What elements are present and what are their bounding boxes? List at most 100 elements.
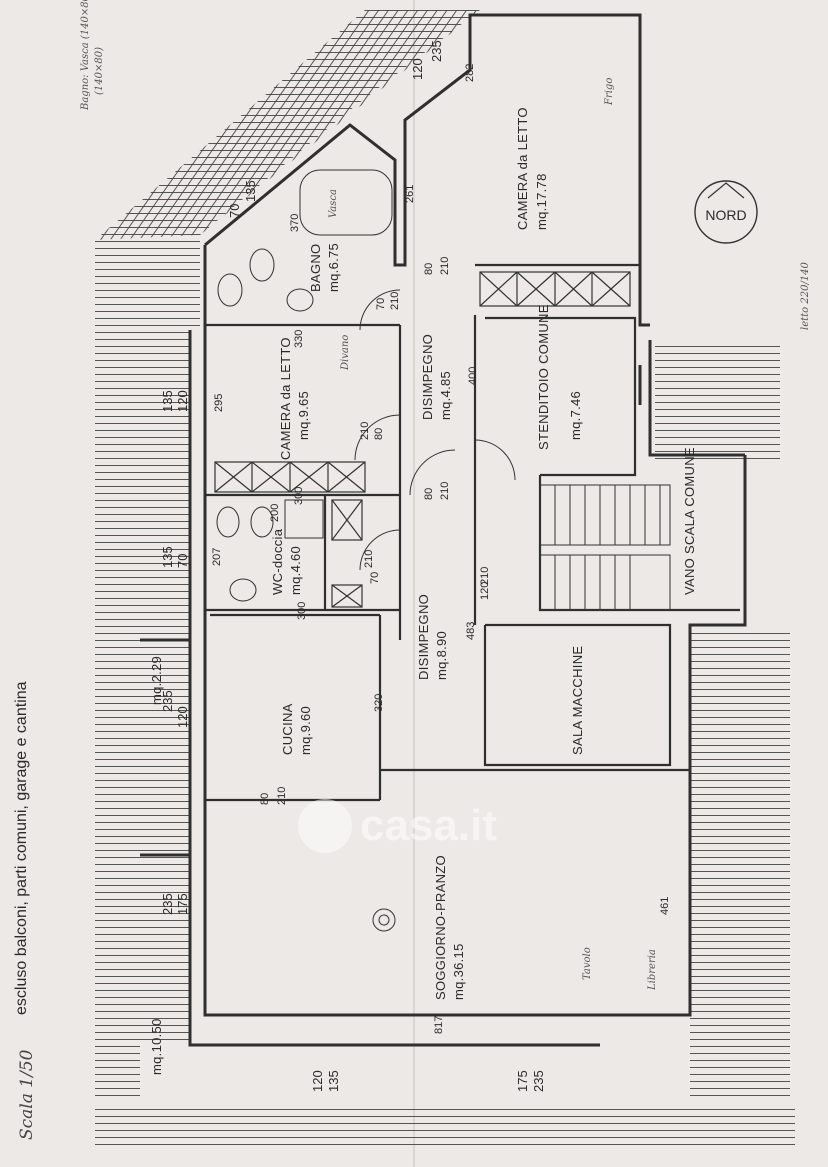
dim-label: 200 (269, 504, 281, 522)
dim-label: 400 (467, 367, 479, 385)
room-name-wc: WC-doccia (270, 528, 285, 595)
room-name-bagno: BAGNO (308, 244, 323, 292)
room-name-disimpegno-2: DISIMPEGNO (416, 594, 431, 680)
room-name-disimpegno-1: DISIMPEGNO (420, 334, 435, 420)
handwritten-note: letto 220/140 (800, 261, 811, 330)
balcony-area-1: mq.2.29 (149, 656, 164, 705)
dim-label: 70 (175, 554, 190, 568)
hatched-areas (95, 10, 795, 1150)
east-upper-hatch (655, 340, 780, 460)
room-area-camera-piccola: mq.9.65 (296, 391, 311, 440)
handwritten-note: Vasca (328, 189, 339, 218)
north-arrow-icon (707, 182, 745, 199)
handwritten-note: Divano (340, 335, 351, 371)
window-marks (203, 365, 642, 1047)
dim-label: 135 (326, 1070, 341, 1092)
room-name-stenditoio: STENDITOIO COMUNE (536, 304, 551, 450)
toilet (217, 273, 243, 307)
dim-label: 210 (276, 787, 288, 805)
shower-tray (284, 499, 324, 539)
dim-label: 175 (515, 1070, 530, 1092)
dim-label: 120 (175, 706, 190, 728)
dim-label: 817 (433, 1016, 445, 1034)
dim-label: 80 (373, 428, 385, 440)
handwritten-note: (140×80) (94, 47, 105, 95)
dimension-labels: 120 235 282 261 135 70 370 80 210 70 210… (160, 40, 671, 1092)
room-area-disimpegno-1: mq.4.85 (438, 371, 453, 420)
room-area-disimpegno-2: mq.8.90 (434, 631, 449, 680)
room-labels: CAMERA da LETTO mq.17.78 BAGNO mq.6.75 C… (149, 107, 697, 1075)
room-name-sala-macchine: SALA MACCHINE (570, 646, 585, 755)
room-name-soggiorno: SOGGIORNO-PRANZO (433, 855, 448, 1000)
chandelier-symbol (372, 908, 396, 932)
dim-label: 70 (227, 204, 242, 218)
dim-label: 70 (375, 298, 387, 310)
dim-label: 120 (479, 582, 491, 600)
dim-label: 235 (429, 40, 444, 62)
dim-label: 135 (160, 390, 175, 412)
north-circle (694, 180, 758, 244)
north-compass: NORD (694, 180, 758, 244)
room-name-camera-piccola: CAMERA da LETTO (278, 337, 293, 460)
dim-label: 295 (213, 394, 225, 412)
room-name-vano-scala: VANO SCALA COMUNE (682, 447, 697, 595)
dim-label: 80 (259, 793, 271, 805)
room-name-cucina: CUCINA (280, 703, 295, 755)
dim-label: 210 (479, 567, 491, 585)
header-note: escluso balconi, parti comuni, garage e … (13, 681, 30, 1015)
wardrobes (214, 271, 631, 608)
dim-label: 70 (369, 572, 381, 584)
dim-label: 320 (373, 694, 385, 712)
room-area-soggiorno: mq.36.15 (451, 943, 466, 1000)
outer-walls (140, 13, 747, 1047)
dim-label: 235 (531, 1070, 546, 1092)
bathtub (299, 169, 393, 236)
handwritten-notes: Bagno: Vasca (140×80) (140×80) letto 220… (80, 0, 811, 991)
wc-washbasin (229, 578, 257, 602)
watermark-logo-icon (298, 799, 352, 853)
room-area-wc: mq.4.60 (288, 546, 303, 595)
room-name-camera-grande: CAMERA da LETTO (515, 107, 530, 230)
chandelier-inner (378, 914, 390, 926)
door-swings (354, 289, 516, 571)
room-area-cucina: mq.9.60 (298, 706, 313, 755)
dim-label: 282 (464, 64, 476, 82)
hatch-gap (600, 1050, 690, 1105)
dim-label: 235 (160, 893, 175, 915)
dim-label: 210 (363, 550, 375, 568)
terrace-north-hatch (95, 10, 480, 240)
dim-label: 370 (289, 214, 301, 232)
dim-label: 210 (359, 422, 371, 440)
bidet (249, 248, 275, 282)
room-area-stenditoio: mq.7.46 (568, 391, 583, 440)
dim-label: 120 (410, 58, 425, 80)
dim-label: 207 (211, 548, 223, 566)
dim-label: 80 (423, 488, 435, 500)
room-area-camera-grande: mq.17.78 (534, 173, 549, 230)
dim-label: 330 (293, 330, 305, 348)
dim-label: 135 (243, 180, 258, 202)
east-hatch (690, 630, 790, 1100)
dim-label: 300 (296, 602, 308, 620)
dim-label: 235 (160, 690, 175, 712)
dim-label: 120 (175, 390, 190, 412)
handwritten-note: Libreria (647, 949, 658, 991)
dim-label: 210 (439, 482, 451, 500)
washbasin (286, 288, 314, 312)
dim-label: 135 (160, 546, 175, 568)
dim-label: 175 (175, 893, 190, 915)
dim-label: 483 (465, 622, 477, 640)
handwritten-note: Tavolo (582, 947, 593, 980)
dim-label: 210 (389, 292, 401, 310)
fixtures (216, 169, 396, 932)
wc-bidet (250, 506, 274, 538)
handwritten-note: Frigo (604, 78, 615, 106)
terrace-south-hatch (95, 1105, 795, 1150)
handwritten-note: Bagno: Vasca (140×80) (80, 0, 91, 111)
room-area-bagno: mq.6.75 (326, 243, 341, 292)
dim-label: 261 (404, 185, 416, 203)
north-label: NORD (705, 207, 746, 223)
balcony-area-2: mq.10.50 (149, 1018, 164, 1075)
